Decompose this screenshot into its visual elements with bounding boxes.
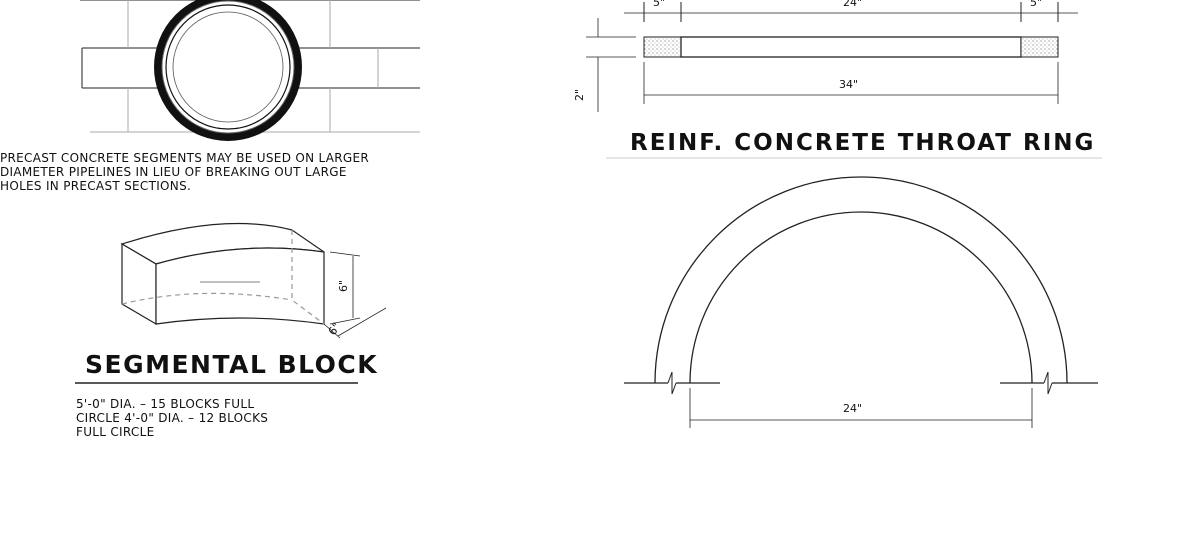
segmental-block-title: SEGMENTAL BLOCK bbox=[85, 350, 379, 379]
block-front-face bbox=[155, 247, 325, 325]
block-hidden-edge bbox=[121, 292, 293, 305]
dim-ext-line bbox=[329, 317, 361, 325]
throat-ring-title: REINF. CONCRETE THROAT RING bbox=[630, 130, 1096, 156]
dim-ext-line bbox=[329, 251, 361, 257]
block-depth-dim: 6" bbox=[326, 320, 344, 337]
segmental-block-drawing bbox=[120, 222, 387, 339]
ring-right-end-section bbox=[1020, 36, 1059, 58]
segmental-note-line-3: FULL CIRCLE bbox=[76, 425, 155, 439]
manhole-opening bbox=[172, 11, 284, 123]
dim-ext-line bbox=[323, 323, 341, 339]
ring-left-end-dim: 5" bbox=[653, 0, 665, 9]
ring-thickness-dim: 2" bbox=[573, 89, 586, 101]
ring-body-section bbox=[680, 36, 1022, 58]
precast-note-line-3: HOLES IN PRECAST SECTIONS. bbox=[0, 179, 192, 193]
manhole-ring-hatch bbox=[161, 0, 295, 134]
arch-span-dim: 24" bbox=[843, 402, 862, 415]
manhole-inner-wall bbox=[165, 4, 291, 130]
throat-ring-arch bbox=[624, 176, 1098, 428]
ring-overall-dim: 34" bbox=[839, 78, 858, 91]
ring-left-end-section bbox=[643, 36, 682, 58]
ring-middle-dim: 24" bbox=[843, 0, 862, 9]
precast-note-line-1: PRECAST CONCRETE SEGMENTS MAY BE USED ON… bbox=[0, 151, 370, 165]
arch-break-symbol bbox=[1043, 371, 1053, 395]
precast-note-line-2: DIAMETER PIPELINES IN LIEU OF BREAKING O… bbox=[0, 165, 347, 179]
arch-break-symbol bbox=[667, 371, 677, 395]
manhole-outer-ring bbox=[154, 0, 302, 141]
block-height-dim: 6" bbox=[337, 280, 350, 292]
arch-inner-edge bbox=[689, 211, 1033, 384]
arch-outer-edge bbox=[654, 176, 1068, 384]
segmental-note-line-2: CIRCLE 4'-0" DIA. – 12 BLOCKS bbox=[76, 411, 269, 425]
manhole-plan-view bbox=[80, 0, 420, 141]
ring-right-end-dim: 5" bbox=[1030, 0, 1042, 9]
throat-ring-section bbox=[586, 2, 1078, 112]
block-depth-dim-line bbox=[337, 307, 387, 337]
segmental-note-line-1: 5'-0" DIA. – 15 BLOCKS FULL bbox=[76, 397, 255, 411]
